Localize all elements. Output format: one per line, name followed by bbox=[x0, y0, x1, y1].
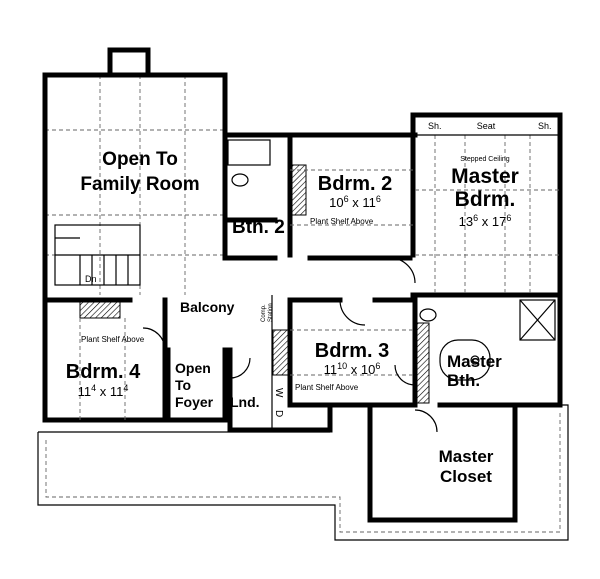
room-label: Lnd. bbox=[230, 394, 260, 410]
room-label: Master bbox=[439, 447, 494, 466]
plant-shelf-note: Plant Shelf Above bbox=[295, 383, 359, 392]
room-label: Family Room bbox=[80, 174, 199, 195]
door-swing bbox=[339, 299, 366, 326]
room-label: Closet bbox=[440, 467, 492, 486]
plant-shelf-hatch bbox=[79, 299, 121, 319]
room-label: Foyer bbox=[175, 394, 214, 410]
room-label: Open To bbox=[102, 149, 178, 170]
door-swing bbox=[394, 364, 416, 386]
room-label: Bdrm. 4 bbox=[66, 361, 141, 383]
plant-shelf-hatch bbox=[291, 164, 307, 216]
room-label: Master bbox=[451, 165, 519, 188]
drain-icon bbox=[470, 355, 480, 365]
room-label: Bth. 2 bbox=[232, 217, 285, 238]
room-labels: Open To Family Room Dn Bth. 2 Bdrm. 2 10… bbox=[66, 121, 552, 486]
ceiling-lines bbox=[79, 134, 560, 420]
plant-shelf-note: Plant Shelf Above bbox=[310, 217, 374, 226]
stairs bbox=[54, 224, 141, 286]
shower-icon bbox=[519, 299, 556, 341]
room-dimensions: 114 x 114 bbox=[78, 383, 129, 399]
stair-down-label: Dn bbox=[85, 274, 97, 284]
room-dimensions: 136 x 176 bbox=[459, 213, 512, 229]
dryer-label: D bbox=[273, 410, 284, 417]
plant-shelf-hatch bbox=[416, 322, 430, 404]
washer-label: W bbox=[273, 388, 284, 398]
bathtub-icon bbox=[227, 139, 271, 166]
room-label: Bdrm. 3 bbox=[315, 340, 389, 362]
toilet-icon bbox=[419, 308, 437, 322]
room-label: Balcony bbox=[180, 299, 235, 315]
room-dimensions: 106 x 116 bbox=[329, 194, 381, 210]
door-swing bbox=[142, 327, 166, 351]
plant-shelf-hatch bbox=[272, 329, 289, 376]
room-label: Bdrm. bbox=[455, 188, 516, 211]
stepped-ceiling-note: Stepped Ceiling bbox=[460, 156, 510, 163]
shelf-note: Sh. bbox=[538, 121, 552, 131]
seat-note: Seat bbox=[477, 121, 496, 131]
room-dimensions: 1110 x 106 bbox=[324, 361, 381, 377]
fixtures bbox=[142, 139, 556, 433]
door-swing bbox=[389, 257, 416, 284]
room-label: To bbox=[175, 377, 191, 393]
room-label: Bth. bbox=[447, 371, 480, 390]
room-label: Master bbox=[447, 352, 502, 371]
shelf-note: Sh. bbox=[428, 121, 442, 131]
tub-icon bbox=[439, 339, 491, 381]
room-label: Bdrm. 2 bbox=[318, 173, 392, 195]
door-swing bbox=[229, 357, 251, 379]
room-label: Open bbox=[175, 360, 211, 376]
plant-shelf-note: Plant Shelf Above bbox=[81, 335, 145, 344]
comp-station-note: Comp.Station bbox=[261, 303, 274, 322]
door-swing bbox=[414, 409, 438, 433]
toilet-icon bbox=[231, 173, 249, 187]
